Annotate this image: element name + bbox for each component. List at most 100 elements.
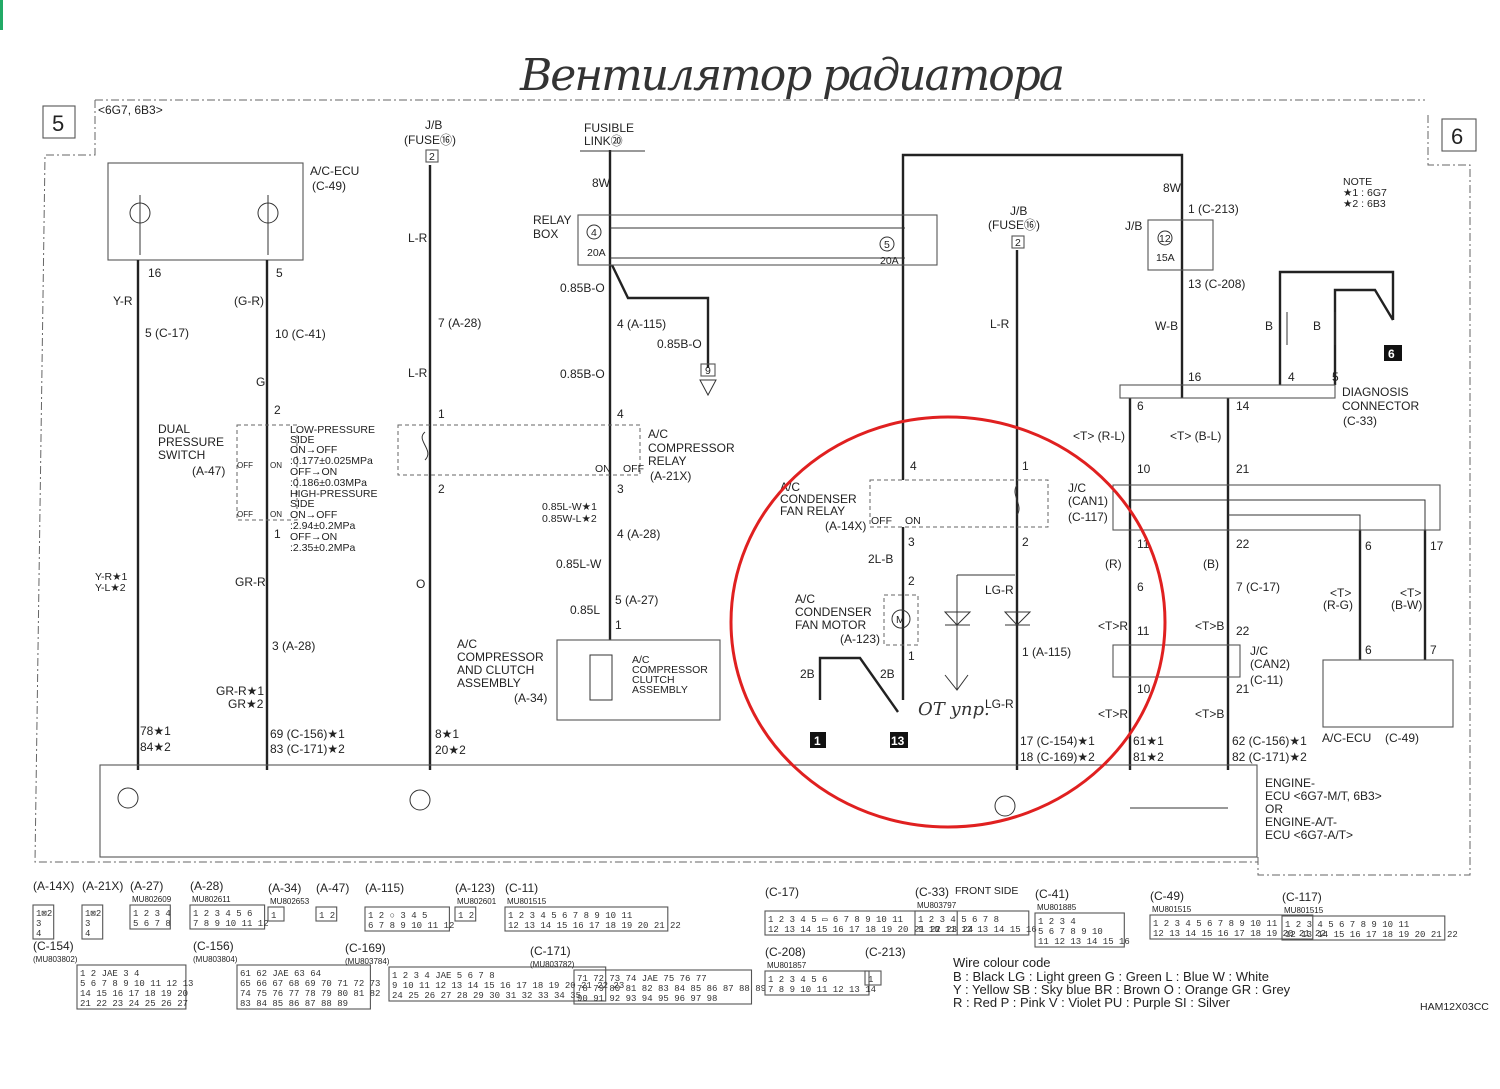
svg-text:15A: 15A: [1156, 252, 1175, 264]
svg-text:2B: 2B: [800, 667, 815, 681]
connector-pin-row: 4: [36, 929, 41, 939]
svg-text:6: 6: [1137, 399, 1144, 413]
svg-text:2B: 2B: [880, 667, 895, 681]
svg-text:7 (C-17): 7 (C-17): [1236, 580, 1280, 594]
relay-box: FUSIBLE LINK⑳ 8W RELAY BOX 4 20A 5 20A: [533, 121, 938, 267]
svg-text:ON→OFF: ON→OFF: [290, 444, 337, 456]
handwritten-annotation: ОТ упр.: [918, 574, 1015, 720]
connector-pin-row: 12 13 14 15 16 17 18 19 20 21 22: [508, 921, 681, 931]
condenser-fan-motor: 2L-B 2 M A/C CONDENSER FAN MOTOR (A-123)…: [795, 552, 919, 748]
connector-pin-row: 3: [36, 919, 41, 929]
connector-outline: [189, 904, 266, 930]
ac-ecu-top: A/C-ECU (C-49) 16 5: [107, 162, 359, 280]
svg-text:6: 6: [1137, 580, 1144, 594]
document-code: HAM12X03CC: [1420, 1001, 1489, 1013]
connector-a-14x: (A-14X)1⊠234: [32, 879, 74, 940]
svg-text:DIAGNOSIS: DIAGNOSIS: [1342, 385, 1409, 399]
svg-text:8★1: 8★1: [435, 727, 459, 741]
connector-pin-row: 1⊠2: [36, 909, 52, 919]
connector-pin-row: 83 84 85 86 87 88 89: [240, 999, 348, 1009]
connector-part-number: (MU803802): [33, 955, 78, 964]
svg-text:(G-R): (G-R): [234, 294, 264, 308]
connector-pin-row: 61 62 JAE 63 64: [240, 969, 321, 979]
svg-text:A/C-ECU: A/C-ECU: [310, 164, 359, 178]
svg-text:Y : Yellow SB : Sky blue: Y : Yellow SB : Sky blue BR : Brown O : …: [953, 982, 1291, 997]
svg-text:CONNECTOR: CONNECTOR: [1342, 399, 1419, 413]
svg-text:1: 1: [438, 407, 445, 421]
connector-pin-row: 1: [868, 975, 873, 985]
svg-text:5 (C-17): 5 (C-17): [145, 326, 189, 340]
connector-outline: [364, 906, 450, 932]
dual-pressure-switch: (G-R) 10 (C-41) G 2 DUAL PRESSURE SWITCH…: [158, 294, 378, 756]
connector-tag: (C-17): [765, 885, 799, 899]
connector-pin-row: 1 2: [458, 911, 474, 921]
connector-pin-row: 1 2 3 4 5 6 7 8 9 10 11: [508, 911, 632, 921]
connector-pin-row: 7 8 9 10 11 12 13 14: [768, 985, 876, 995]
connector-outline: [81, 904, 104, 940]
svg-text:3: 3: [908, 535, 915, 549]
svg-text:FAN MOTOR: FAN MOTOR: [795, 618, 866, 632]
svg-text:5: 5: [276, 266, 283, 280]
svg-text:GR★2: GR★2: [228, 697, 264, 711]
svg-text:A/C: A/C: [632, 654, 650, 666]
connector-part-number: MU801515: [1284, 906, 1324, 915]
svg-text:17: 17: [1430, 539, 1444, 553]
svg-text:1: 1: [814, 734, 821, 748]
connector-c-169: (C-169)(MU803784)1 2 3 4 JAE 5 6 7 89 10…: [345, 941, 624, 1002]
connector-pin-row: 21 22 23 24 25 26 27: [80, 999, 188, 1009]
svg-text:(CAN1): (CAN1): [1068, 494, 1108, 508]
connector-tag: (C-154): [33, 939, 74, 953]
svg-text:FAN RELAY: FAN RELAY: [780, 504, 845, 518]
svg-text:2: 2: [1015, 237, 1021, 249]
connector-c-171: (C-171)(MU803782)71 72 73 74 JAE 75 76 7…: [530, 944, 766, 1005]
svg-text:(FUSE⑯): (FUSE⑯): [404, 133, 456, 147]
svg-text:L-R: L-R: [408, 366, 428, 380]
svg-text:Y-R: Y-R: [113, 294, 133, 308]
svg-text:10 (C-41): 10 (C-41): [275, 327, 326, 341]
connector-pin-row: 78 79 80 81 82 83 84 85 86 87 88 89: [577, 984, 766, 994]
connector-c-213: (C-213) 1: [864, 945, 906, 986]
svg-text:82 (C-171)★2: 82 (C-171)★2: [1232, 750, 1307, 764]
svg-text:LINK⑳: LINK⑳: [584, 134, 623, 148]
svg-text:(C-49): (C-49): [1385, 731, 1419, 745]
connector-pin-row: 3: [85, 919, 90, 929]
svg-text:SWITCH: SWITCH: [158, 448, 205, 462]
diagram-border: [34, 99, 1471, 876]
svg-text:20A: 20A: [587, 247, 606, 259]
svg-text:11: 11: [1137, 624, 1150, 638]
connector-pin-row: 14 15 16 17 18 19 20: [80, 989, 188, 999]
connector-outline: [315, 906, 338, 922]
svg-text:1: 1: [1022, 459, 1029, 473]
compressor-clutch-assembly: A/C COMPRESSOR AND CLUTCH ASSEMBLY (A-34…: [457, 637, 721, 721]
svg-text:(FUSE⑯): (FUSE⑯): [988, 218, 1040, 232]
connector-pin-row: 9 10 11 12 13 14 15 16: [918, 925, 1037, 935]
connector-outline: [236, 964, 371, 1010]
svg-text:(A-123): (A-123): [840, 632, 880, 646]
svg-text::0.177±0.025MPa: :0.177±0.025MPa: [290, 455, 373, 467]
svg-text:J/B: J/B: [425, 118, 442, 132]
svg-text:COMPRESSOR: COMPRESSOR: [632, 664, 708, 676]
svg-text:1: 1: [908, 649, 915, 663]
connector-outline: [864, 970, 882, 986]
svg-text:FUSIBLE: FUSIBLE: [584, 121, 634, 135]
connector-a-47: (A-47)1 2: [315, 881, 349, 922]
svg-text:★2 : 6B3: ★2 : 6B3: [1343, 198, 1386, 210]
svg-text:OFF: OFF: [623, 463, 644, 475]
connector-pin-row: 5 6 7 8: [133, 919, 171, 929]
svg-text:(C-33): (C-33): [1343, 414, 1377, 428]
svg-text:2: 2: [438, 482, 445, 496]
connector-tag: (C-213): [865, 945, 906, 959]
svg-text:L-R: L-R: [990, 317, 1010, 331]
connector-tag: (C-49): [1150, 889, 1184, 903]
svg-text:6: 6: [1451, 124, 1463, 149]
connector-pin-row: 1 2 3 4 5 6 7 8 9 10 11: [1153, 919, 1277, 929]
